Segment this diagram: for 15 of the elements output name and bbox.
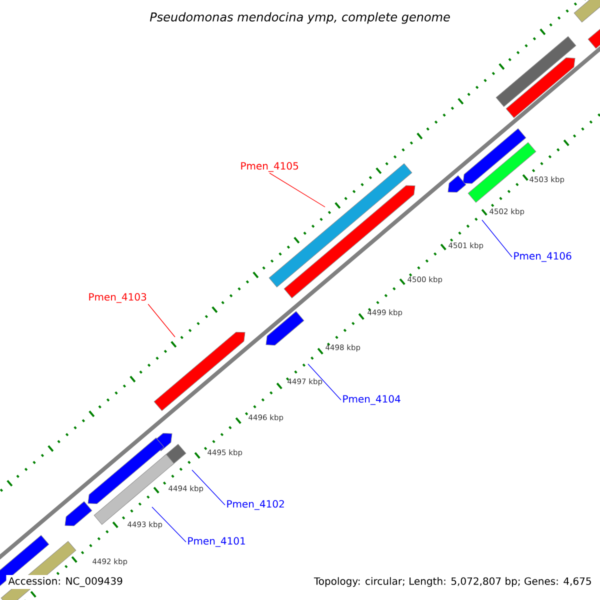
- leader-line: [192, 470, 226, 506]
- leader-line: [148, 304, 176, 338]
- leader-line: [152, 506, 186, 542]
- gene-label: Pmen_4103: [89, 293, 146, 303]
- accession-text: Accession: NC_009439: [6, 575, 125, 589]
- gene-label: Pmen_4101: [188, 537, 245, 547]
- gene-label: Pmen_4102: [227, 500, 284, 510]
- gene-label: Pmen_4104: [343, 395, 400, 405]
- leader-line: [308, 364, 342, 400]
- genome-info-text: Topology: circular; Length: 5,072,807 bp; Genes: 4,675: [312, 575, 594, 589]
- gene-label: Pmen_4105: [241, 162, 298, 172]
- leader-line: [482, 220, 512, 258]
- leader-line: [269, 172, 326, 208]
- gene-label: Pmen_4106: [514, 252, 572, 262]
- title: Pseudomonas mendocina ymp, complete genome: [150, 12, 450, 24]
